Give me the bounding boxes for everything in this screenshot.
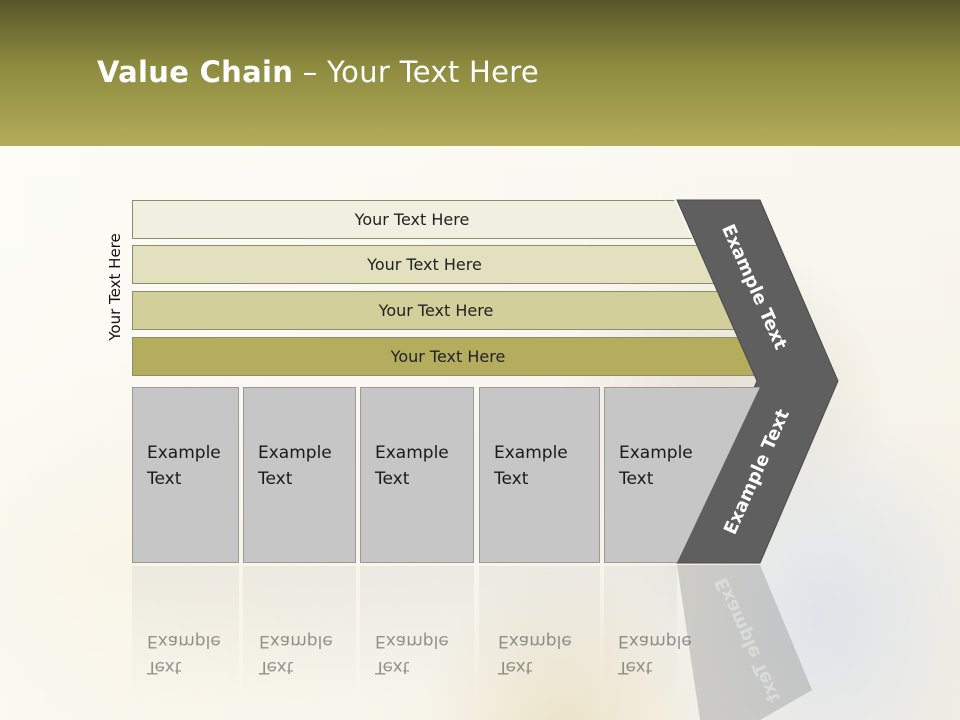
value-bar-3: Your Text Here xyxy=(132,291,740,330)
column-2-reflection xyxy=(243,566,356,706)
value-bar-2: Your Text Here xyxy=(132,245,717,284)
column-3-reflection xyxy=(360,566,474,706)
value-bar-4-label: Your Text Here xyxy=(390,347,506,366)
column-3-line2: Text xyxy=(375,469,410,489)
column-5-line1: Example xyxy=(619,443,693,463)
activity-column-1: Example Text xyxy=(132,387,239,563)
title-rest: – Your Text Here xyxy=(293,55,539,89)
activity-column-3: Example Text xyxy=(360,387,474,563)
value-bar-3-label: Your Text Here xyxy=(378,301,494,320)
value-bar-1-label: Your Text Here xyxy=(354,210,470,229)
activity-column-4: Example Text xyxy=(479,387,600,563)
column-1-reflection-text: Text Example xyxy=(147,628,221,680)
column-1-line1: Example xyxy=(147,443,221,463)
column-1-reflection xyxy=(132,566,239,706)
column-4-line1: Example xyxy=(494,443,568,463)
reflection-4-line2: Text xyxy=(498,657,533,677)
column-2-line1: Example xyxy=(258,443,332,463)
column-2-line2: Text xyxy=(258,469,293,489)
reflection-4-line1: Example xyxy=(498,631,572,651)
column-4-line2: Text xyxy=(494,469,529,489)
reflection-1-line2: Text xyxy=(147,657,182,677)
title-bold: Value Chain xyxy=(97,55,294,89)
value-bar-2-label: Your Text Here xyxy=(367,255,482,274)
title-bar: Value Chain – Your Text Here xyxy=(0,0,960,146)
reflection-5-line1: Example xyxy=(618,631,692,651)
reflection-3-line2: Text xyxy=(375,657,410,677)
reflection-1-line1: Example xyxy=(147,631,221,651)
reflection-2-line1: Example xyxy=(259,631,333,651)
page-title: Value Chain – Your Text Here xyxy=(97,55,539,89)
column-5-line2: Text xyxy=(619,469,654,489)
chevron-reflection xyxy=(677,565,812,720)
activity-column-2: Example Text xyxy=(243,387,356,563)
column-1-line2: Text xyxy=(147,469,182,489)
column-5-reflection-text: Text Example xyxy=(618,628,692,680)
reflection-2-line2: Text xyxy=(259,657,294,677)
column-4-reflection xyxy=(479,566,600,706)
column-4-reflection-text: Text Example xyxy=(498,628,572,680)
column-3-reflection-text: Text Example xyxy=(375,628,449,680)
value-bar-1: Your Text Here xyxy=(132,200,692,239)
column-5-reflection xyxy=(604,566,677,706)
column-2-reflection-text: Text Example xyxy=(259,628,333,680)
value-bar-4: Your Text Here xyxy=(132,337,764,376)
column-3-line1: Example xyxy=(375,443,449,463)
reflection-3-line1: Example xyxy=(375,631,449,651)
reflection-5-line2: Text xyxy=(618,657,653,677)
